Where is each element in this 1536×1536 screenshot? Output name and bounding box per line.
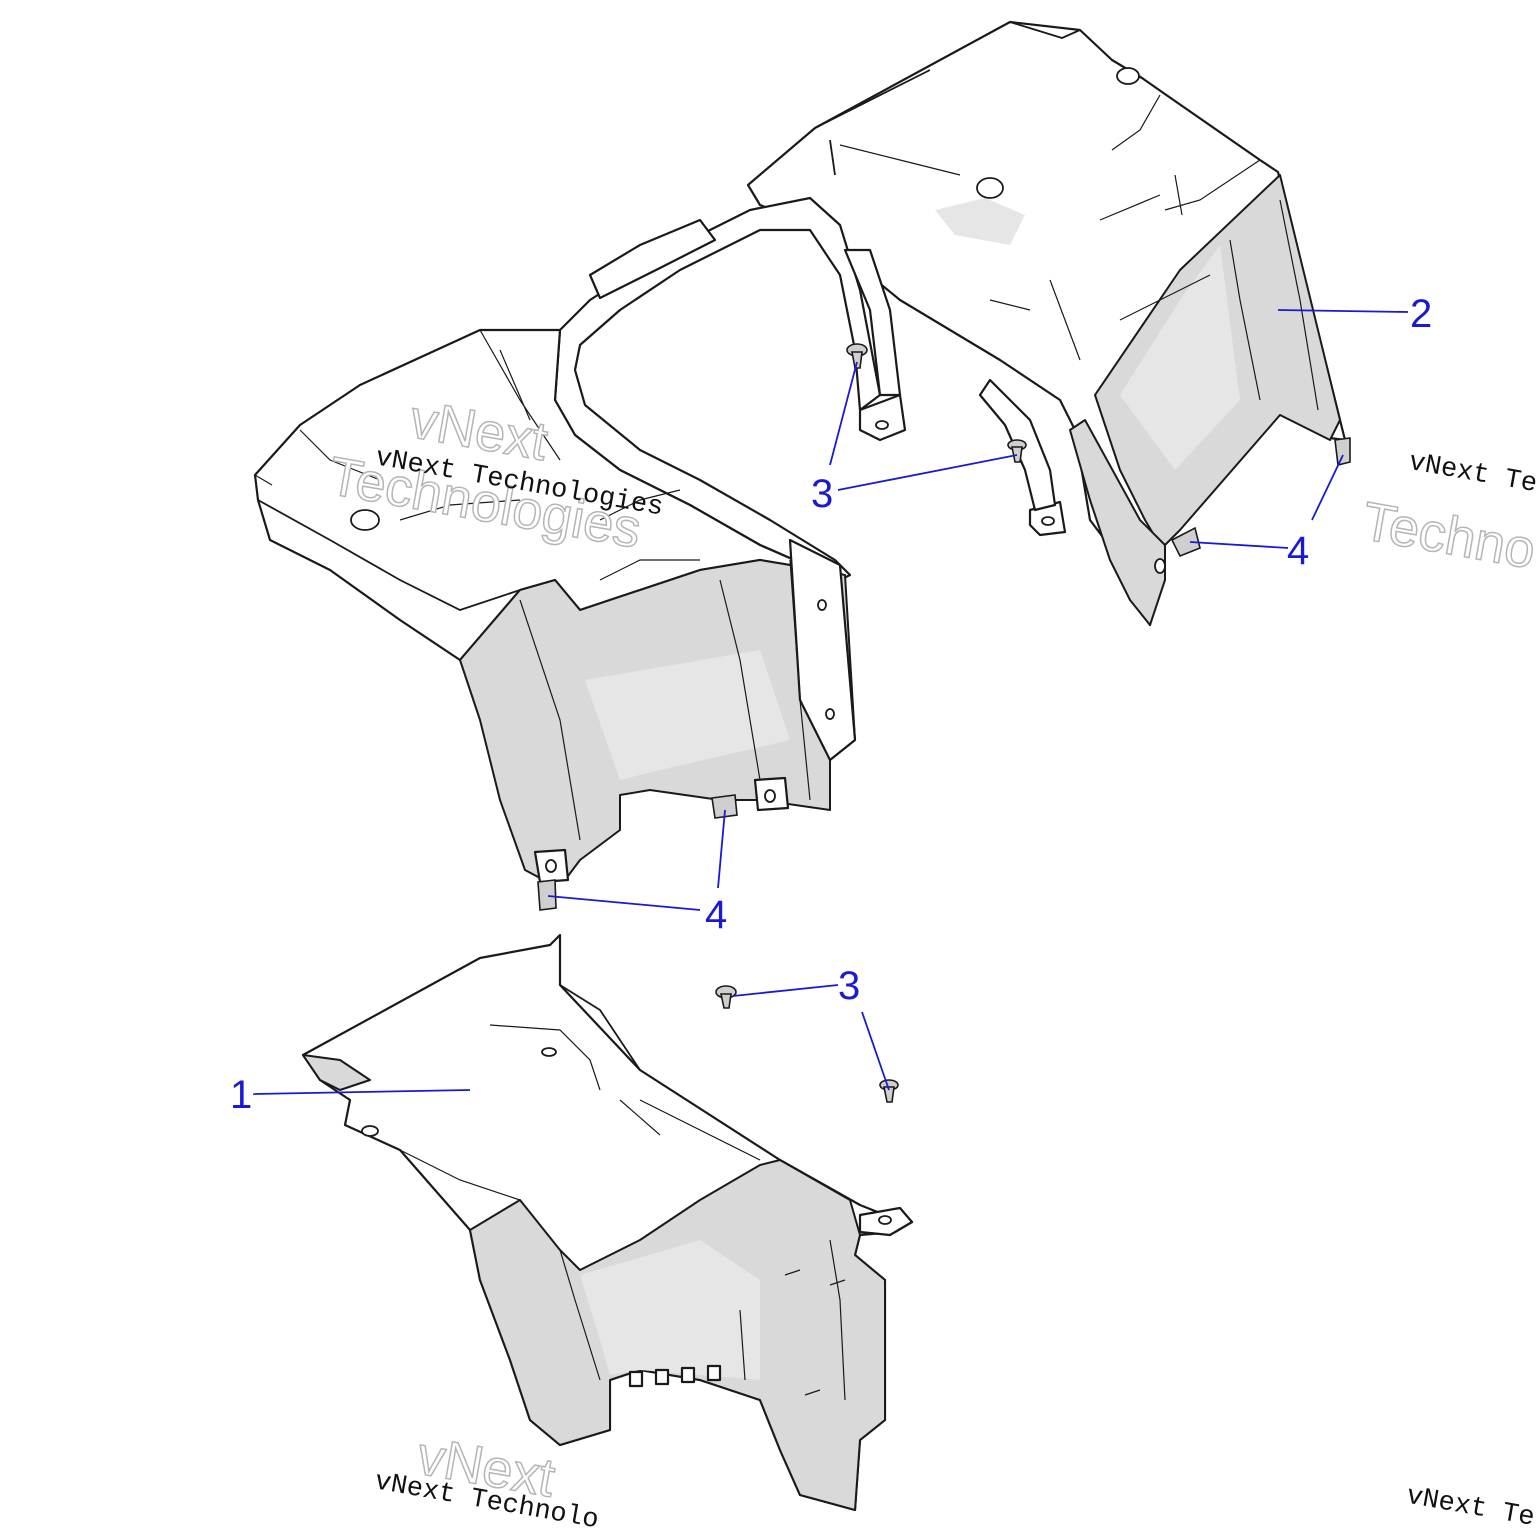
- fastener-rivet-3d: [879, 1079, 899, 1103]
- callout-4-left: 4: [705, 893, 727, 937]
- part-2-fender-panel: [746, 20, 1347, 627]
- callouts: 1 2 3 3 4 4: [230, 292, 1432, 1117]
- callout-1: 1: [230, 1073, 252, 1117]
- callout-3-lower: 3: [838, 964, 860, 1008]
- fastener-clip-4a: [1334, 437, 1351, 466]
- part-1-lower-panel: [301, 933, 914, 1512]
- svg-text:vNext: vNext: [406, 389, 552, 472]
- fastener-rivet-3a: [846, 343, 868, 369]
- watermark-bottom-right: vNext Te: [1404, 1482, 1536, 1534]
- svg-text:Techno: Techno: [1358, 491, 1536, 580]
- svg-text:vNext Te: vNext Te: [1406, 448, 1536, 500]
- callout-2: 2: [1410, 292, 1432, 336]
- fastener-clip-4c: [711, 794, 738, 819]
- fastener-clip-4d: [537, 879, 557, 911]
- part-arch-and-left-fender: [253, 196, 1057, 884]
- fastener-clip-4b: [1170, 526, 1201, 558]
- callout-4-right: 4: [1287, 529, 1309, 573]
- fastener-rivet-3c: [715, 985, 737, 1009]
- callout-3-upper: 3: [811, 472, 833, 516]
- leader-lines: [252, 309, 1409, 1095]
- svg-text:vNext Te: vNext Te: [1404, 1482, 1536, 1534]
- watermark-right: Techno vNext Te: [1357, 448, 1536, 581]
- fastener-rivet-3b: [1007, 439, 1027, 463]
